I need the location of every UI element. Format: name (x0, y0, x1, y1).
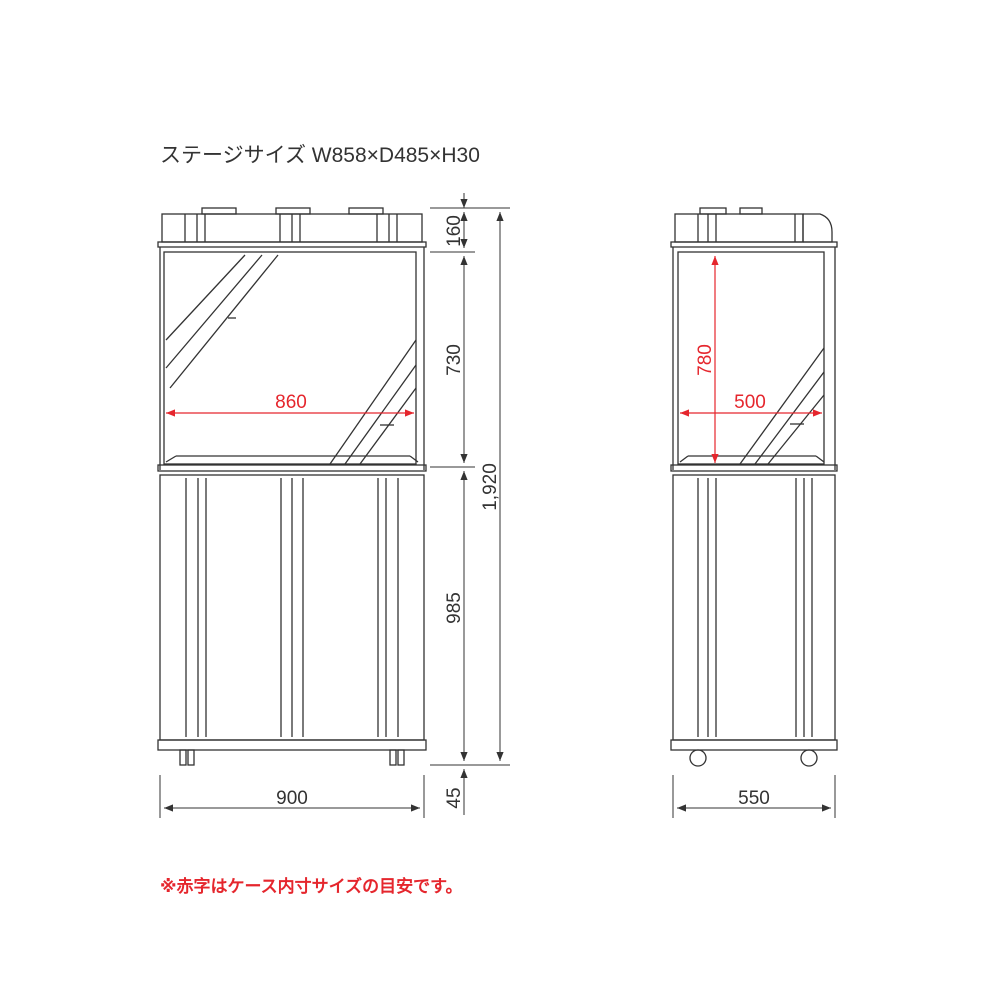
side-cabinet (670, 474, 838, 751)
front-view (157, 207, 427, 766)
side-casters (689, 749, 818, 767)
dim-cabinet-label: 985 (444, 592, 465, 624)
dim-total-label: 1,920 (480, 463, 501, 511)
front-width-label: 900 (276, 788, 308, 809)
front-legs (179, 749, 405, 766)
front-width-dimension (159, 775, 425, 818)
note-label: ※赤字はケース内寸サイズの目安です。 (160, 876, 462, 896)
inner-width-label: 860 (275, 392, 307, 413)
dim-leg-label: 45 (444, 787, 465, 808)
side-depth-label: 550 (738, 788, 770, 809)
side-hood (670, 207, 838, 248)
dim-tank-label: 730 (444, 344, 465, 376)
height-dimensions (430, 193, 510, 815)
dim-top-label: 160 (444, 215, 465, 247)
side-tank (670, 247, 838, 472)
stage-size-label: ステージサイズ W858×D485×H30 (160, 144, 480, 167)
front-tank (157, 247, 427, 472)
side-width-dimension (672, 775, 836, 818)
front-cabinet (157, 474, 427, 751)
inner-depth-label: 500 (734, 392, 766, 413)
side-view (670, 207, 838, 767)
inner-height-label: 780 (695, 344, 716, 376)
front-hood (157, 207, 427, 248)
